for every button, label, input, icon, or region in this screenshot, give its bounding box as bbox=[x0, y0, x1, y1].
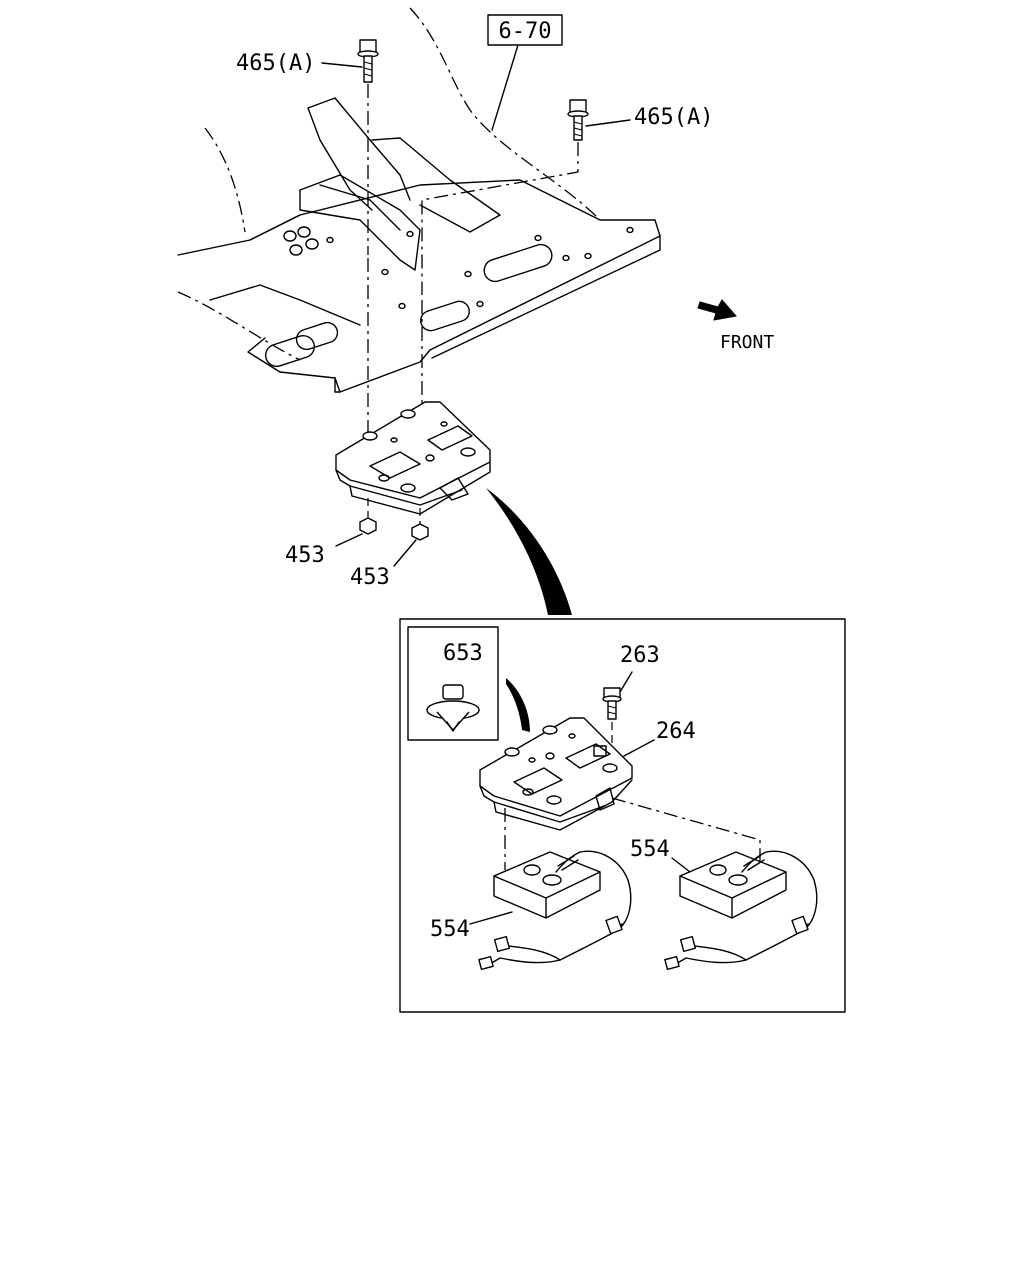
front-label: FRONT bbox=[720, 332, 774, 353]
screw-part bbox=[602, 671, 633, 768]
reference-box: 6-70 bbox=[487, 14, 563, 131]
callout-465a-upper-left: 465(A) bbox=[236, 51, 315, 76]
floor-panel bbox=[177, 7, 661, 393]
callout-554-right: 554 bbox=[630, 837, 670, 862]
callout-453-left: 453 bbox=[285, 543, 325, 568]
bracket-upper bbox=[335, 258, 491, 515]
callout-554-left: 554 bbox=[430, 917, 470, 942]
bracket-detail bbox=[479, 717, 655, 831]
callout-263: 263 bbox=[620, 643, 660, 668]
sensor-right bbox=[664, 850, 818, 971]
clip-part bbox=[426, 684, 480, 732]
detail-pointer bbox=[486, 488, 572, 615]
callout-653: 653 bbox=[443, 641, 483, 666]
bolt-upper-left bbox=[321, 39, 379, 255]
callout-465a-upper-right: 465(A) bbox=[634, 105, 713, 130]
nut-left bbox=[335, 498, 377, 547]
callout-453-right: 453 bbox=[350, 565, 390, 590]
bolt-upper-right bbox=[421, 99, 631, 295]
sensor-left bbox=[469, 850, 632, 971]
reference-box-label: 6-70 bbox=[499, 19, 552, 44]
callout-264: 264 bbox=[656, 719, 696, 744]
nut-right bbox=[393, 508, 429, 567]
front-direction-arrow bbox=[697, 299, 737, 321]
clip-pointer bbox=[506, 678, 530, 732]
detail-frame: 653 263 bbox=[399, 618, 846, 1013]
